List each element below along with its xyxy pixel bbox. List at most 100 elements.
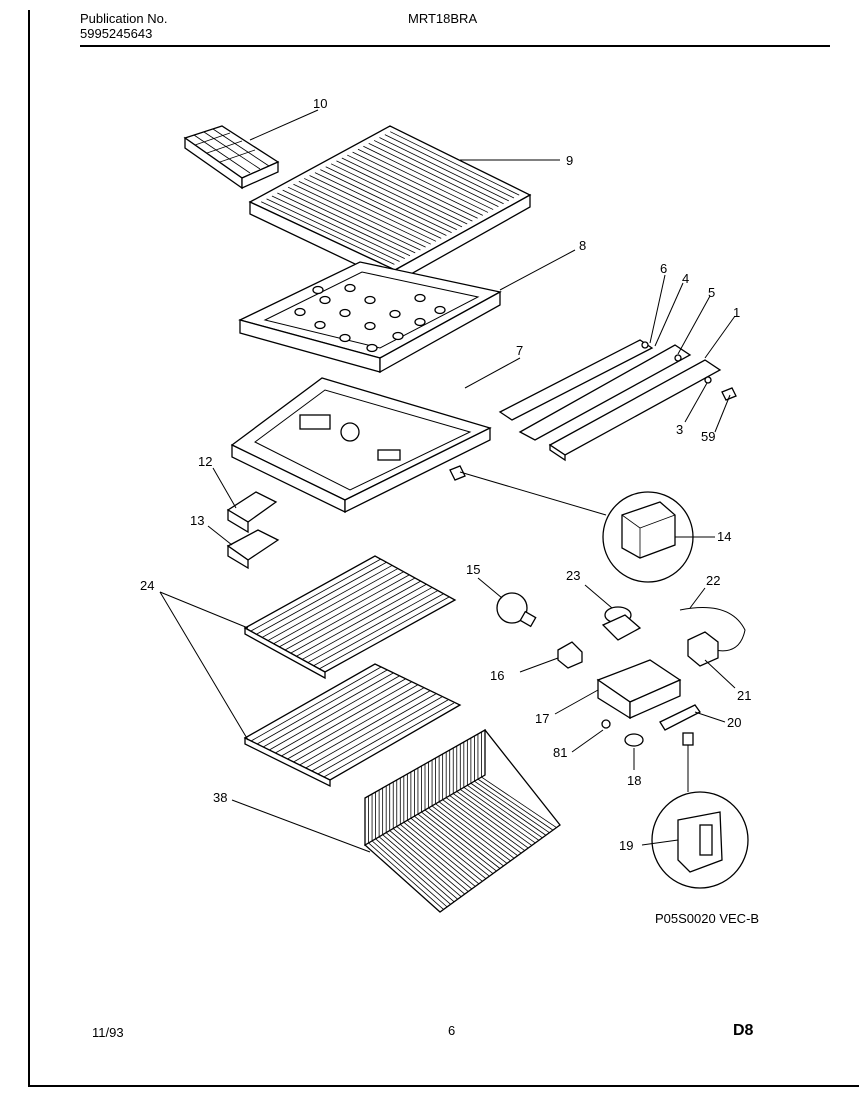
drawing-line [379,137,509,202]
freezer-floor-part [238,261,502,374]
drawing-line [311,696,442,772]
callout-7: 7 [516,343,523,358]
callout-81: 81 [553,745,567,760]
control-housing-part [596,659,682,720]
wire-harness-part [679,607,746,667]
drawing-line [371,840,448,908]
drawing-line [390,131,520,196]
callout-4: 4 [682,271,689,286]
drawing-line [396,826,473,890]
drawing-line [400,824,476,887]
drawing-line [467,784,543,839]
drawing-line [375,838,451,905]
footer-section: D8 [733,1022,754,1039]
floor-boss [414,317,426,327]
drawing-line [382,834,458,900]
floor-boss [389,309,401,319]
drawing-line [309,175,442,239]
drawing-line [273,571,404,645]
drawing-line [470,782,547,836]
drawing-line [277,192,411,257]
drawing-line [341,157,473,222]
drawing-line [314,172,447,236]
drawing-line [389,830,465,895]
callout-18: 18 [627,773,641,788]
drawing-line [250,558,381,632]
drawing-line [299,690,430,766]
drawing-line [287,684,418,760]
callout-12: 12 [198,454,212,469]
floor-boss [414,293,426,303]
drawing-line [325,166,457,231]
bracket-part [659,704,701,731]
callout-20: 20 [727,715,741,730]
callout-3: 3 [676,422,683,437]
drawing-line [284,577,416,651]
drawing-line [453,793,529,849]
drawing-line [279,574,410,648]
drawing-line [290,580,421,654]
header-rule [80,45,830,47]
drawing-line [363,145,494,210]
drawing-line [410,817,487,880]
drawing-line [293,687,424,763]
drawing-line [449,795,525,851]
drawing-line [414,815,490,877]
callout-15: 15 [466,562,480,577]
drawing-line [269,675,400,751]
floor-boss [312,285,324,295]
drawing-line [442,799,518,857]
floor-boss [294,307,306,317]
drawing-line [293,183,426,248]
drawing-line [421,811,497,872]
drawing-line [460,789,536,844]
lamp-socket-part [557,641,583,669]
footer-page-number: 6 [448,1023,456,1038]
drawing-line [392,828,469,892]
drawing-line [435,803,511,862]
drawing-line [456,791,532,846]
drawing-line [250,666,382,742]
small-bins-part [226,491,280,570]
drawing-line [263,672,394,748]
drawing-line [301,587,433,660]
drawing-line [347,154,478,219]
drawing-line [296,583,427,657]
callout-17: 17 [535,711,549,726]
drawing-line [368,143,499,208]
drawing-line [323,702,455,778]
drawing-line [275,678,406,754]
callout-13: 13 [190,513,204,528]
drawing-line [352,151,483,216]
callout-22: 22 [706,573,720,588]
light-bulb-part [496,592,537,628]
drawing-line [261,201,395,265]
figure-code: P05S0020 VEC-B [655,911,760,926]
drawing-line [431,805,508,864]
refrigerator-shelves-part [243,555,462,788]
drawing-line [428,807,504,867]
divider-cover-part [230,377,492,514]
drawing-line [481,776,557,828]
floor-boss [344,283,356,293]
callout-38: 38 [213,790,227,805]
page-frame [28,10,859,1087]
drawing-line [317,699,449,775]
callout-9: 9 [566,153,573,168]
floor-boss [392,331,404,341]
drawing-line [261,565,393,638]
drawing-line [271,195,405,259]
floor-boss [366,343,378,353]
switch-detail-part [651,732,749,889]
callout-6: 6 [660,261,667,276]
drawing-line [256,669,388,745]
callout-10: 10 [313,96,327,111]
drawing-line [319,596,450,670]
floor-boss [314,320,326,330]
model-number: MRT18BRA [408,11,478,26]
ice-tray-part [183,125,280,190]
drawing-line [378,836,455,903]
callout-1: 1 [733,305,740,320]
